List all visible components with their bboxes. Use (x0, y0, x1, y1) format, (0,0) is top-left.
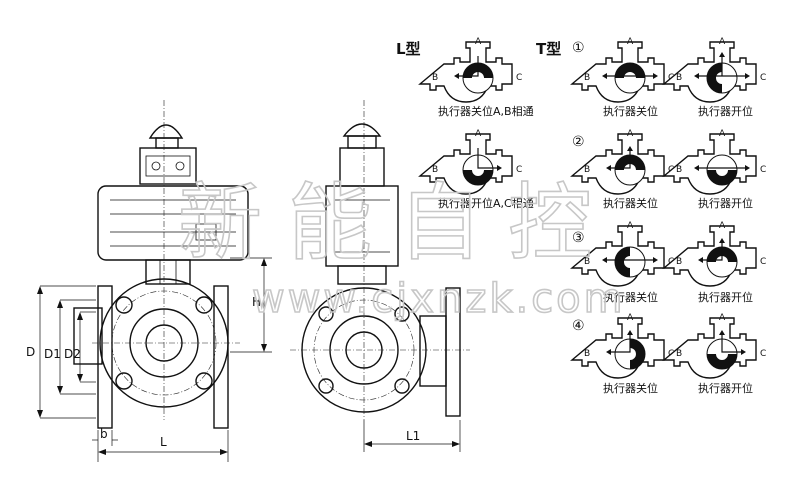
port-a-label: A (627, 37, 634, 47)
port-b-label: B (584, 349, 590, 359)
port-b-label: B (676, 165, 682, 175)
valve-schematic-l-closed: A B C (418, 37, 522, 103)
port-a-label: A (475, 37, 482, 47)
valve-schematic-t3-closed: ABC (570, 221, 674, 287)
port-b-label: B (676, 257, 682, 267)
flow-arrows (606, 146, 633, 171)
circled-3: ③ (572, 230, 585, 246)
front-dimensions: D D1 D2 b L H (26, 257, 272, 462)
side-dimensions: L1 (363, 420, 461, 452)
valve-schematic-t1-open: A B C (662, 37, 766, 103)
port-c-label: C (516, 165, 522, 175)
valve-schematic-l-open: A B C (418, 129, 522, 195)
port-a-label: A (627, 221, 634, 231)
port-b-label: B (676, 73, 682, 83)
dim-L1: L1 (406, 429, 420, 443)
port-a-label: A (719, 221, 726, 231)
side-view (290, 100, 470, 420)
circled-2: ② (572, 134, 585, 150)
port-c-label: C (516, 73, 522, 83)
dim-D: D (26, 345, 35, 359)
caption-t1-closed: 执行器关位 (603, 104, 658, 118)
watermark-url: www.cjxnzk.com (252, 276, 626, 322)
caption-t2-open: 执行器开位 (698, 196, 753, 210)
port-b-label: B (432, 73, 438, 83)
flow-arrows (719, 330, 746, 355)
valve-schematic-t4-open: A B C (662, 313, 766, 379)
caption-t3-closed: 执行器关位 (603, 290, 658, 304)
port-b-label: B (584, 165, 590, 175)
watermark-brand: 新能自控 (178, 174, 618, 272)
port-a-label: A (719, 313, 726, 323)
caption-t4-open: 执行器开位 (698, 381, 753, 395)
port-a-label: A (627, 129, 634, 139)
caption-t1-open: 执行器开位 (698, 104, 753, 118)
port-c-label: C (760, 349, 766, 359)
flow-arrows (477, 148, 502, 171)
dim-H: H (252, 295, 261, 309)
port-b-label: B (676, 349, 682, 359)
watermark: 新能自控 www.cjxnzk.com (177, 173, 626, 323)
port-c-label: C (760, 73, 766, 83)
flow-arrows (602, 257, 658, 263)
port-a-label: A (719, 129, 726, 139)
valve-schematic-t4-closed: ABC (570, 313, 674, 379)
dim-L: L (160, 435, 167, 449)
dim-b: b (100, 427, 108, 441)
flow-arrows (698, 238, 725, 263)
dim-D1: D1 (44, 347, 61, 361)
port-a-label: A (627, 313, 634, 323)
port-a-label: A (475, 129, 482, 139)
valve-schematic-t1-closed: ABC (570, 37, 674, 103)
flow-arrows (694, 165, 750, 171)
caption-t3-open: 执行器开位 (698, 290, 753, 304)
port-c-label: C (760, 257, 766, 267)
flow-arrows (454, 56, 479, 79)
caption-t4-closed: 执行器关位 (603, 381, 658, 395)
circled-4: ④ (572, 318, 585, 334)
caption-t2-closed: 执行器关位 (603, 196, 658, 210)
t-type-label: T型 (536, 40, 561, 58)
flow-arrows (694, 52, 750, 79)
circled-1: ① (572, 40, 585, 56)
flow-arrows (602, 73, 658, 79)
port-b-label: B (584, 257, 590, 267)
flow-arrows (606, 330, 633, 355)
caption-l-closed: 执行器关位A,B相通 (438, 104, 534, 118)
l-type-label: L型 (396, 40, 421, 58)
schematics: L型 T型 ① ② ③ ④ ABCABCABCABCABCABCABCABCAB… (396, 37, 766, 395)
port-b-label: B (432, 165, 438, 175)
port-b-label: B (584, 73, 590, 83)
front-view (73, 100, 249, 429)
caption-l-open: 执行器开位A,C相通 (438, 196, 534, 210)
port-c-label: C (760, 165, 766, 175)
valve-schematic-t3-open: A B C (662, 221, 766, 287)
dim-D2: D2 (64, 347, 81, 361)
valve-schematic-t2-open: A B C (662, 129, 766, 195)
port-a-label: A (719, 37, 726, 47)
